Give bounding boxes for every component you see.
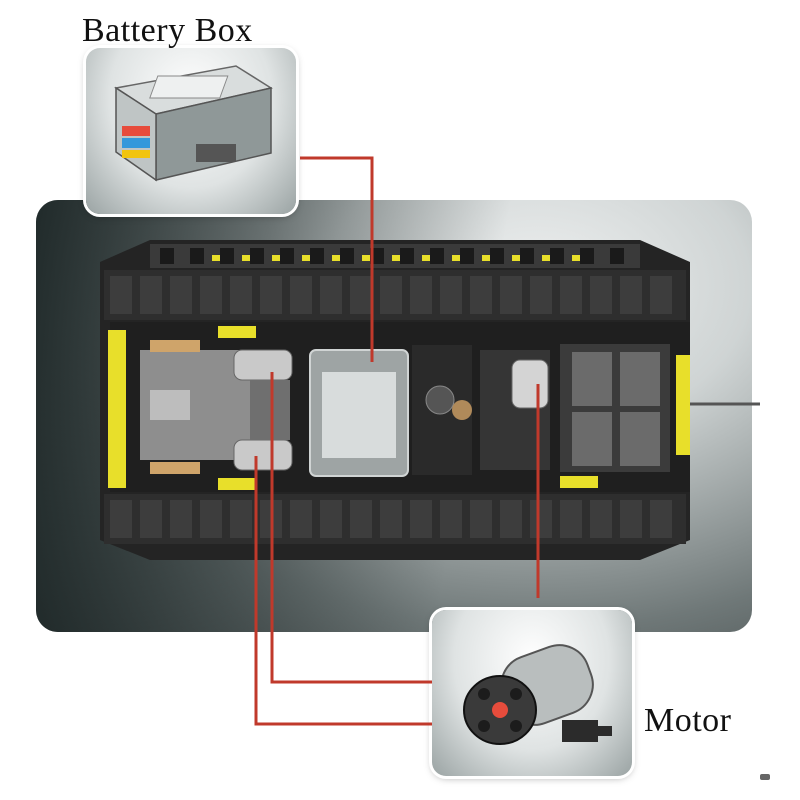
wire-motor-upper: [270, 372, 432, 684]
motor-icon: [463, 644, 612, 745]
wire-battery: [300, 156, 374, 362]
motor-label: Motor: [644, 702, 732, 739]
corner-mark: [760, 774, 770, 780]
battery-box-inset: [86, 48, 296, 214]
wire-motor-lower: [254, 456, 432, 726]
battery-box-icon: [114, 65, 273, 182]
motor-inset: [432, 610, 632, 776]
battery-box-label: Battery Box: [82, 12, 253, 49]
connection-wires: [254, 156, 540, 726]
